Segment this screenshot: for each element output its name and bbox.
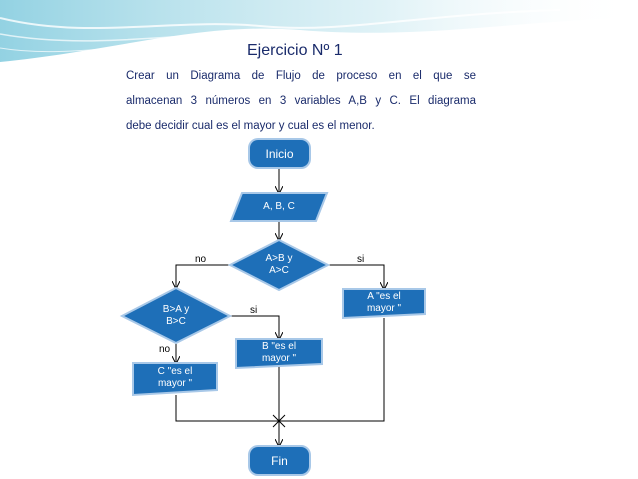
description-line-3: debe decidir cual es el mayor y cual es … [126,120,375,132]
arrow-decision1-yes [328,264,384,289]
input-parallelogram [229,192,329,222]
decision2-label: B>A y B>C [136,304,216,328]
result-c-label: C "es el mayor " [133,366,217,390]
decision1-yes-label: si [357,254,365,265]
decision2-line-2: B>C [166,316,186,327]
connector-lines [176,168,384,446]
decision1-label: A>B y A>C [240,253,318,277]
result-c-line-1: C "es el [157,366,193,377]
result-b-line-1: B "es el [261,341,297,352]
decision1-line-1: A>B y [265,253,293,264]
decision1-line-2: A>C [269,265,289,276]
decision2-no-label: no [159,344,171,355]
result-a-label: A "es el mayor " [343,291,425,315]
start-label: Inicio [265,147,294,161]
decision1-no-label: no [195,254,207,265]
result-b-box [235,338,323,370]
slide-title: Ejercicio Nº 1 [247,42,343,59]
decision2-line-1: B>A y [162,304,190,315]
result-b-label: B "es el mayor " [236,341,322,365]
decision2-yes-label: si [250,305,258,316]
result-a-box [342,288,426,320]
result-a-line-2: mayor " [366,303,402,314]
input-label: A, B, C [263,201,295,212]
end-label: Fin [271,454,288,468]
flowchart-shapes [119,138,426,476]
description-line-2: almacenan 3 números en 3 variables A,B y… [126,95,476,107]
slide-description: Crear un Diagrama de Flujo de proceso en… [126,64,476,139]
decision1-diamond [227,238,331,292]
start-terminal [248,138,311,169]
end-terminal [248,445,311,476]
result-b-line-2: mayor " [261,353,297,364]
line-result-c-to-merge [175,395,279,422]
result-a-line-1: A "es el [367,291,401,302]
description-line-1: Crear un Diagrama de Flujo de proceso en… [126,70,476,82]
arrow-decision2-yes [230,315,279,339]
line-result-a-to-merge [279,318,385,422]
result-c-line-2: mayor " [157,378,193,389]
result-c-box [132,362,218,397]
arrow-decision1-no [176,264,230,288]
decision2-diamond [119,286,233,345]
